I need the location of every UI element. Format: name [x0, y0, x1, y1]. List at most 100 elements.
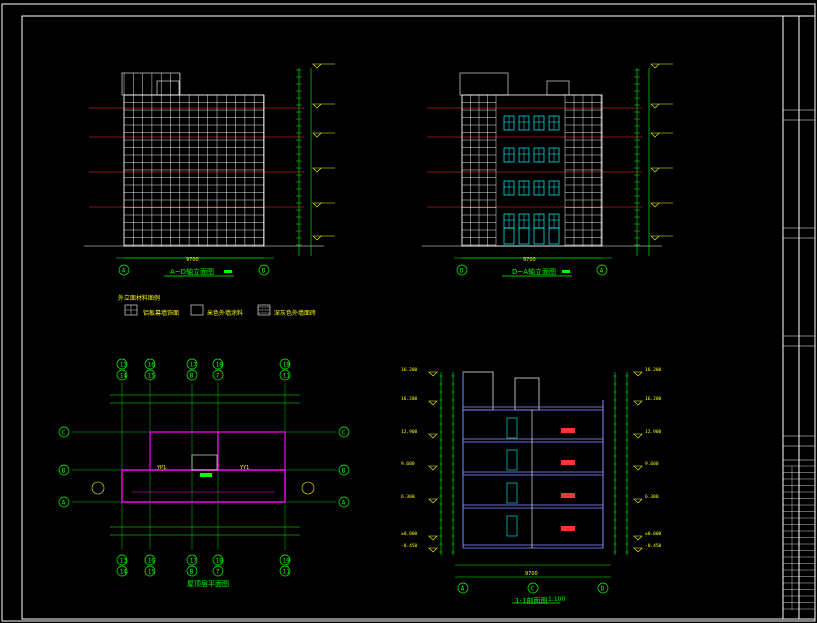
section-level-text: 12.900 [401, 429, 418, 435]
level-mark [650, 235, 660, 241]
section-title: 1-1剖面图 [515, 597, 548, 605]
plan-mark [200, 473, 212, 477]
plan-axis-top-4-label: 19 [283, 361, 291, 368]
plan-axis-bot2-0-label: 14 [120, 568, 128, 575]
elev-right-total-dim: 9700 [523, 257, 536, 263]
plan-axis-left-0 [58, 426, 70, 438]
section-level-text: ±0.000 [401, 531, 418, 537]
axis-start [118, 264, 130, 276]
plan-drain-left [91, 481, 105, 495]
title-block-rows [783, 109, 815, 610]
plan-axis-top2-2-label: B [190, 372, 194, 379]
section-level-text-r: 9.600 [645, 461, 659, 467]
section-axis-c-label: C [531, 585, 535, 592]
title-block [782, 16, 800, 619]
section-level-mark-r [633, 465, 643, 471]
legend-group [124, 304, 271, 316]
plan-axis-top2-1-label: 15 [148, 372, 156, 379]
plan-axis-bot-0 [116, 554, 128, 566]
plan-axis-bot-3 [212, 554, 224, 566]
plan-axis-bot-2 [186, 554, 198, 566]
level-mark [650, 103, 660, 109]
plan-axis-top2-3-label: 7 [216, 372, 220, 379]
plan-axis-top2-4 [279, 369, 291, 381]
section-level-mark [428, 400, 438, 406]
section-level-mark-r [633, 371, 643, 377]
plan-axis-top-3-label: 18 [216, 361, 224, 368]
section-level-mark-r [633, 535, 643, 541]
section-level-text-r: 6.300 [645, 494, 659, 500]
plan-label-yp1: YP1 [157, 465, 167, 471]
door [518, 227, 530, 245]
plan-label-yy1: YY1 [240, 465, 250, 471]
plan-axis-bot-1-label: 16 [148, 557, 156, 564]
plan-axis-top-4 [279, 358, 291, 370]
plan-axis-top2-4-label: 11 [283, 372, 291, 379]
stair-tower [546, 80, 570, 96]
elev-left-total-dim: 9700 [186, 257, 199, 263]
plan-axis-top-2 [186, 358, 198, 370]
legend-item-3: 深灰色外墙面砖 [274, 310, 317, 317]
level-mark [312, 103, 322, 109]
plan-axis-top-2-label: 17 [190, 361, 198, 368]
plan-axis-top2-0 [116, 369, 128, 381]
plan-axis-bot2-1-label: 15 [148, 568, 156, 575]
inner-frame [21, 15, 816, 620]
section-room-mark-3 [561, 526, 575, 531]
section-level-mark [428, 433, 438, 439]
section-axis-a-label: A [461, 585, 465, 592]
section-level-mark [428, 498, 438, 504]
legend-item-1: 铝板幕墙饰面 [143, 310, 180, 317]
plan-axis-right-0 [338, 426, 350, 438]
plan-axis-right-0-label: C [342, 429, 346, 436]
plan-axis-left-2-label: A [62, 499, 66, 506]
section-level-mark-r [633, 498, 643, 504]
section-level-text-r: 16.200 [645, 367, 662, 373]
section-room-mark-1 [561, 460, 575, 465]
plan-axis-bot-3-label: 18 [216, 557, 224, 564]
plan-axis-top2-0-label: 14 [120, 372, 128, 379]
plan-axis-bot2-4-label: 11 [283, 568, 291, 575]
plan-axis-right-1-label: B [342, 467, 346, 474]
plan-axis-top2-1 [144, 369, 156, 381]
plan-axis-bot2-3-label: 7 [216, 568, 220, 575]
plan-room-outline [217, 431, 286, 471]
plan-drain-right [301, 481, 315, 495]
level-mark [312, 202, 322, 208]
elevation-right-title: D~A轴立面图 [512, 268, 557, 276]
section-level-text: 9.600 [401, 461, 415, 467]
section-level-mark-r [633, 547, 643, 553]
section-level-mark [428, 371, 438, 377]
plan-axis-bot2-3 [212, 565, 224, 577]
title-mark [562, 270, 570, 273]
section-axis-a [457, 582, 469, 594]
section-level-text: 16.200 [401, 396, 418, 402]
section-level-text: 16.200 [401, 367, 418, 373]
title-mark [224, 270, 232, 273]
axis-end [596, 264, 608, 276]
section-level-text-r: -0.450 [645, 543, 662, 549]
door [548, 227, 560, 245]
level-mark [650, 202, 660, 208]
plan-axis-top-1 [144, 358, 156, 370]
axis-end-label: A [600, 267, 604, 274]
plan-axis-bot2-0 [116, 565, 128, 577]
elevation-left-title: A~D轴立面图 [170, 268, 215, 276]
section-level-mark-r [633, 400, 643, 406]
door [533, 227, 545, 245]
plan-axis-top-0-label: 13 [120, 361, 128, 368]
section-door-1 [506, 449, 518, 471]
plan-hatch [191, 454, 218, 471]
plan-axis-right-2 [338, 496, 350, 508]
section-axis-d [597, 582, 609, 594]
section-level-mark [428, 465, 438, 471]
plan-axis-right-2-label: A [342, 499, 346, 506]
plan-axis-left-1 [58, 464, 70, 476]
plan-axis-top2-2 [186, 369, 198, 381]
level-mark [650, 167, 660, 173]
section-level-text-r: 16.200 [645, 396, 662, 402]
axis-end [258, 264, 270, 276]
legend-item-2: 米色外墙涂料 [207, 310, 244, 317]
